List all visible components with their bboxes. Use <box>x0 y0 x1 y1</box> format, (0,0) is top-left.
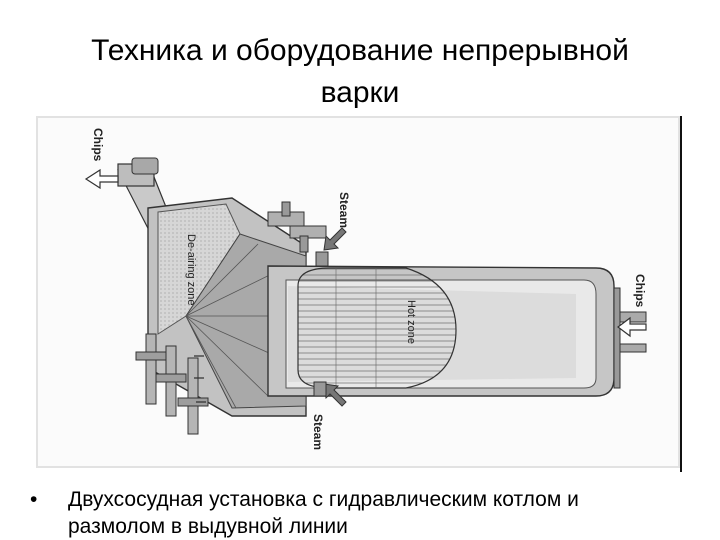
hot-zone-label: Hot zone <box>405 300 417 344</box>
chips-in-label: Chips <box>633 274 647 308</box>
chips-out-label: Chips <box>91 128 105 162</box>
de-airing-zone-label: De-airing zone <box>185 234 197 306</box>
bullet-marker: • <box>30 488 38 511</box>
hot-zone-region <box>297 267 457 389</box>
vessel-supports <box>135 333 209 435</box>
chips-inlet-pipe <box>619 311 647 323</box>
bullet-text-line-1: Двухсосудная установка с гидравлическим … <box>68 488 579 511</box>
bullet-text-line-2: размолом в выдувной линии <box>68 515 348 538</box>
top-fittings <box>267 201 327 253</box>
digester-diagram: Chips De-airing zone <box>36 116 684 472</box>
steam-bottom-nozzle <box>313 381 327 397</box>
steam-top-arrow <box>323 227 347 251</box>
slide-title-line-2: варки <box>320 76 400 109</box>
bullet-text: Двухсосудная установка с гидравлическим … <box>68 486 708 540</box>
chips-out-arrow <box>84 168 119 190</box>
steam-top-nozzle <box>315 251 329 267</box>
right-lower-pipe <box>619 343 647 353</box>
slide-title-line-1: Техника и оборудование непрерывной <box>91 34 629 67</box>
chips-in-arrow <box>617 316 647 338</box>
steam-bottom-arrow <box>323 383 347 407</box>
slide-title: Техника и оборудование непрерывной варки <box>0 30 720 114</box>
steam-bottom-label: Steam <box>311 414 325 450</box>
steam-top-label: Steam <box>337 192 351 228</box>
